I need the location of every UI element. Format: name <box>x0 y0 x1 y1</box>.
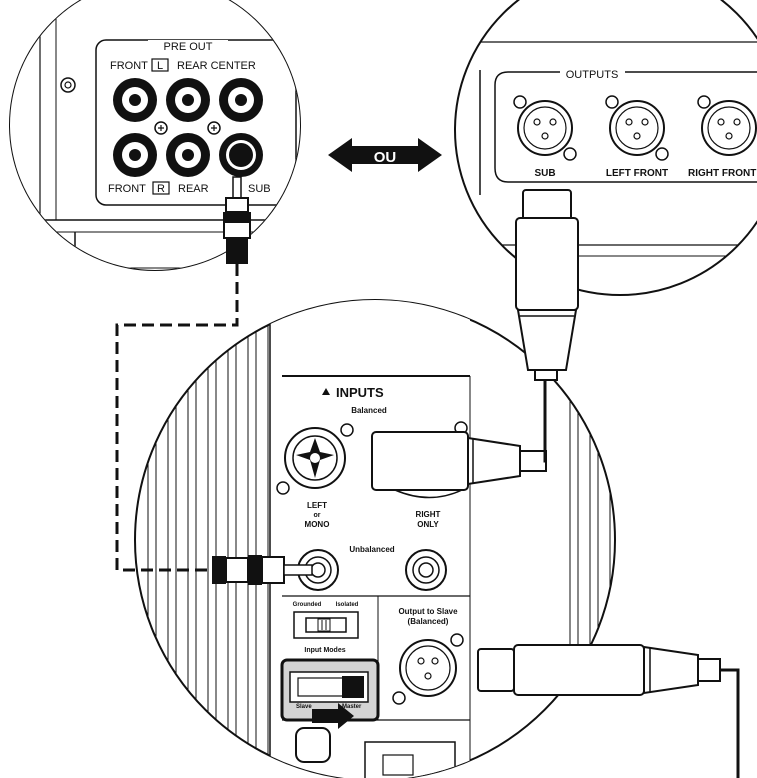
outputs-section-label: OUTPUTS <box>566 69 619 81</box>
rear-center-label: REAR CENTER <box>177 60 256 72</box>
output-sub-label: SUB <box>534 168 555 179</box>
xlr-plug-icon <box>515 189 579 381</box>
input-modes-label: Input Modes <box>304 647 345 654</box>
or-double-arrow-icon: OU <box>328 138 442 172</box>
left-channel-label: L <box>157 60 163 72</box>
or-badge-label: OU <box>374 149 397 166</box>
rca-plug-icon <box>212 555 313 585</box>
unbalanced-label: Unbalanced <box>349 545 394 554</box>
rca-jack-center <box>219 78 263 122</box>
input-mode-switch[interactable] <box>289 671 369 703</box>
rca-input-right-icon <box>405 549 447 591</box>
arrow-right-icon <box>312 703 354 729</box>
xlr-plug-icon <box>371 431 547 491</box>
triangle-up-icon <box>322 388 330 395</box>
cables <box>115 264 740 778</box>
isolated-label: Isolated <box>336 602 359 608</box>
balanced-label: Balanced <box>351 406 387 415</box>
preout-section-label: PRE OUT <box>164 41 213 53</box>
xlr-output-slave-icon <box>392 633 464 705</box>
inputs-label: INPUTS <box>336 385 384 400</box>
grounded-label: Grounded <box>293 602 322 608</box>
rca-cable-dashed <box>115 264 239 572</box>
left-or-mono-line2: or <box>314 512 321 519</box>
panel-screw-icon <box>207 121 221 135</box>
output-left-front-label: LEFT FRONT <box>606 168 668 179</box>
xlr-slave-cable <box>720 668 740 778</box>
left-or-mono-line3: MONO <box>305 520 330 529</box>
front-bottom-label: FRONT <box>108 183 146 195</box>
output-slave-line2: (Balanced) <box>408 617 449 626</box>
right-channel-label: R <box>157 183 165 195</box>
ground-lift-switch[interactable] <box>293 611 359 639</box>
xlr-output-right-front-icon <box>697 95 757 156</box>
panel-screw-icon <box>154 121 168 135</box>
xlr-output-sub-icon <box>513 95 577 161</box>
output-right-front-label: RIGHT FRONT <box>688 168 756 179</box>
rca-jack-rear-left <box>166 78 210 122</box>
rear-label: REAR <box>178 183 209 195</box>
sub-label: SUB <box>248 183 271 195</box>
combo-xlr-input-left-icon <box>276 423 354 495</box>
master-mode-label: Master <box>342 704 362 710</box>
rca-jack-front-left <box>113 78 157 122</box>
output-slave-line1: Output to Slave <box>398 607 458 616</box>
subwoofer-panel-inset: INPUTS Balanced LEFT or MONO RIGHT <box>134 299 721 778</box>
right-only-line1: RIGHT <box>416 510 441 519</box>
receiver-preout-inset: PRE OUT FRONT L REAR CENTER <box>9 0 301 271</box>
xlr-cable <box>543 378 547 463</box>
slave-mode-label: Slave <box>296 704 312 710</box>
rca-plug-icon <box>223 176 251 264</box>
screw-icon <box>60 77 76 93</box>
right-only-line2: ONLY <box>417 520 439 529</box>
xlr-output-left-front-icon <box>605 95 669 161</box>
processor-outputs-inset: SUB LEFT FRONT RIGHT FRONT OUTPUTS <box>454 0 757 296</box>
xlr-plug-icon <box>477 644 721 696</box>
front-top-label: FRONT <box>110 60 148 72</box>
rca-jack-rear-right <box>166 133 210 177</box>
rca-jack-sub <box>219 133 263 177</box>
left-or-mono-line1: LEFT <box>307 501 327 510</box>
rca-jack-front-right <box>113 133 157 177</box>
